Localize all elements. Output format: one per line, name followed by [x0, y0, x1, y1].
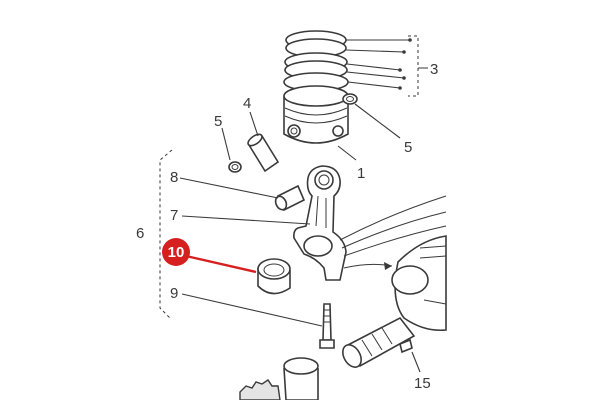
highlight-callout-10[interactable]: 10: [162, 238, 190, 266]
label-bush: 8: [170, 169, 178, 186]
rod-bolt[interactable]: [319, 303, 335, 349]
assembly-bracket-6: [159, 149, 173, 319]
label-key: 15: [414, 375, 431, 392]
small-end-bush[interactable]: [274, 184, 306, 212]
label-bearing: 10: [168, 244, 185, 261]
assembly-bracket-3: [408, 35, 428, 97]
bearing-shell[interactable]: [257, 258, 291, 295]
main-bearing[interactable]: [283, 357, 319, 400]
label-piston: 1: [357, 165, 365, 182]
piston-pin[interactable]: [246, 132, 280, 173]
highlight-leader: [185, 254, 257, 274]
piston-rings[interactable]: [283, 30, 349, 92]
part-labels: 1 3 4 5 5 6 7 8 9 15: [136, 61, 438, 392]
label-rod: 7: [170, 207, 178, 224]
woodruff-key[interactable]: [399, 338, 413, 354]
piston[interactable]: [283, 85, 349, 144]
crankshaft[interactable]: [339, 235, 447, 370]
circlip-left[interactable]: [228, 161, 242, 173]
timing-gear[interactable]: [239, 379, 281, 400]
label-bolt: 9: [170, 285, 178, 302]
leader-lines: [179, 38, 421, 373]
circlip-right[interactable]: [342, 93, 358, 105]
label-pin: 4: [243, 95, 251, 112]
label-clip-right: 5: [404, 139, 412, 156]
label-clip-left: 5: [214, 113, 222, 130]
flow-arrows: [339, 195, 447, 270]
highlight-badge: [162, 238, 190, 266]
label-rings: 3: [430, 61, 438, 78]
label-rod-assembly: 6: [136, 225, 144, 242]
connecting-rod[interactable]: [293, 165, 347, 281]
